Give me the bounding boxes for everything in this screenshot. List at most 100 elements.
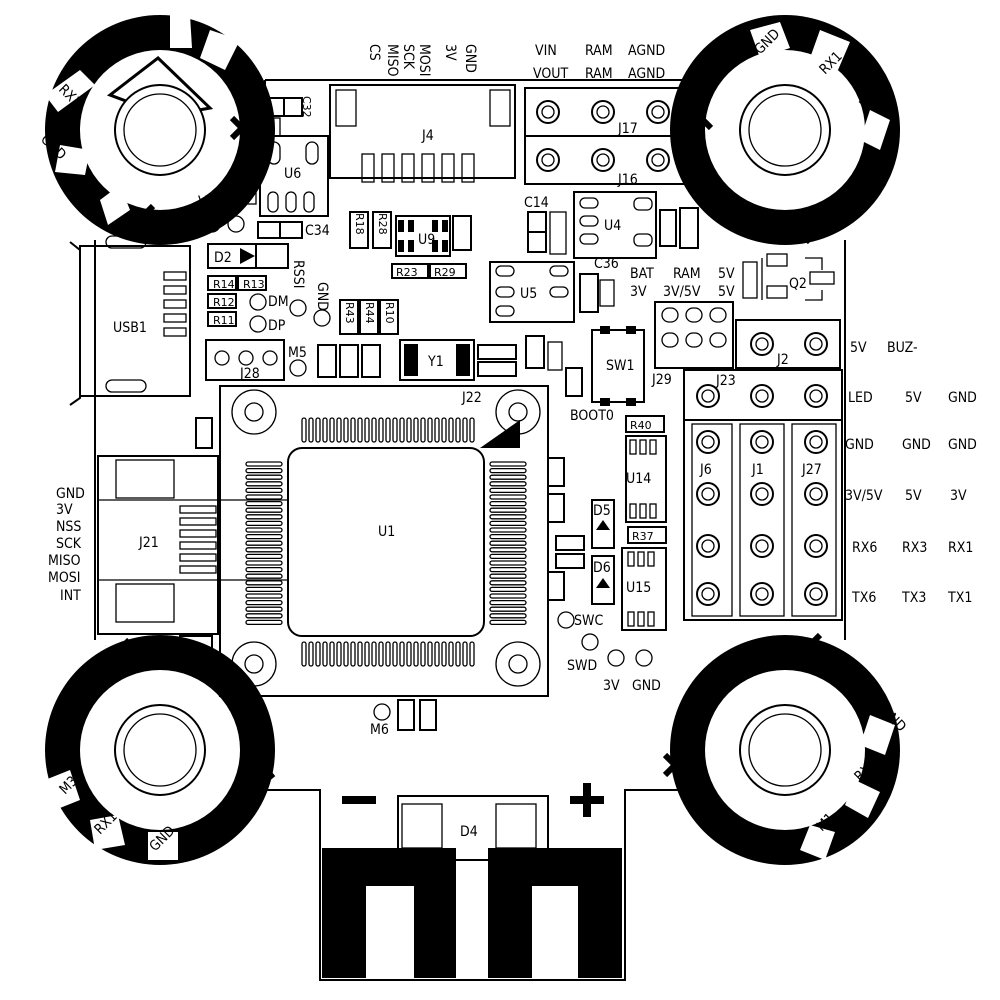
mcu-pin-right bbox=[489, 474, 527, 480]
pad-3v bbox=[607, 649, 625, 667]
mcu-pin-bottom bbox=[385, 641, 391, 667]
mcu-pin-top bbox=[357, 417, 363, 443]
mcu-pin-left bbox=[245, 527, 283, 533]
mcu-pin-bottom bbox=[308, 641, 314, 667]
mcu-pin-left bbox=[245, 593, 283, 599]
polarity-plus bbox=[570, 783, 604, 817]
capacitor-near-j21 bbox=[195, 417, 213, 449]
pad-label-dp: DP bbox=[268, 318, 286, 334]
u6-regulator: U6 bbox=[259, 135, 329, 217]
crystal-y1: Y1 bbox=[399, 339, 517, 381]
r23-label: R23 bbox=[396, 266, 418, 279]
mcu-u1: J22 U1 bbox=[219, 385, 549, 697]
pad-gnd1 bbox=[203, 215, 221, 233]
mcu-pin-bottom bbox=[315, 641, 321, 667]
usb1-label: USB1 bbox=[113, 320, 147, 336]
u14-chip: R40 U14 bbox=[625, 415, 667, 523]
right-row-labels: GND GND GND 3V/5V 5V 3V RX6 RX3 RX1 TX6 … bbox=[845, 437, 977, 606]
j21-pin-nss: NSS bbox=[56, 519, 81, 535]
resistor-stack-left: R14 R13 R12 R11 bbox=[207, 275, 267, 327]
mcu-pin-right bbox=[489, 553, 527, 560]
mcu-pin-top bbox=[448, 417, 454, 443]
mcu-pin-top bbox=[343, 417, 349, 443]
mcu-pin-right bbox=[489, 580, 527, 586]
j23-pin-led: LED bbox=[848, 390, 873, 406]
mcu-pin-right bbox=[489, 573, 527, 579]
motor-pad-bottom-right: GND RX1 M1 bbox=[670, 635, 909, 865]
connector-j23: J23 bbox=[683, 369, 843, 421]
mcu-pin-bottom bbox=[336, 641, 342, 667]
resistor-near-y1 bbox=[547, 341, 563, 371]
y1-label: Y1 bbox=[427, 354, 444, 370]
connector-j21: J21 bbox=[97, 455, 288, 635]
mcu-pin-left bbox=[245, 560, 283, 566]
mcu-pin-top bbox=[434, 417, 440, 443]
j2-label: J2 bbox=[776, 352, 789, 368]
j16-agnd: AGND bbox=[628, 66, 665, 82]
r29-label: R29 bbox=[434, 266, 456, 279]
mcu-pin-top bbox=[399, 417, 405, 443]
row-pwr-1: 3V/5V bbox=[845, 488, 883, 504]
boot0-label: BOOT0 bbox=[570, 408, 614, 424]
connector-j28: J28 bbox=[205, 339, 285, 382]
mcu-pin-right bbox=[489, 613, 527, 619]
u4-regulator: C14 U4 bbox=[524, 191, 699, 259]
mcu-pin-right bbox=[489, 540, 527, 546]
j21-label: J21 bbox=[138, 535, 159, 551]
mcu-pin-bottom bbox=[357, 641, 363, 667]
mcu-pin-right bbox=[489, 494, 527, 500]
u1-label: U1 bbox=[378, 524, 395, 540]
motor-pad-top-right: GND RX1 M2 bbox=[670, 15, 900, 245]
mcu-pin-bottom bbox=[301, 641, 307, 667]
mcu-pin-left bbox=[245, 573, 283, 579]
row-rx6: RX6 bbox=[852, 540, 877, 556]
pad-label-rssi: RSSI bbox=[290, 260, 306, 288]
r43-label: R43 bbox=[343, 302, 356, 324]
row-gnd-3: GND bbox=[948, 437, 977, 453]
mcu-pin-left bbox=[245, 494, 283, 500]
j16-label: J16 bbox=[617, 172, 638, 188]
row-tx3: TX3 bbox=[901, 590, 926, 606]
pad-label-gnd2: GND bbox=[314, 282, 330, 311]
mcu-pin-left bbox=[245, 613, 283, 619]
c34-label: C34 bbox=[305, 223, 330, 239]
mcu-pin-right bbox=[489, 619, 527, 626]
j23-pin-gnd: GND bbox=[948, 390, 977, 406]
mcu-pin-left bbox=[245, 500, 283, 507]
pad-rssi bbox=[289, 299, 307, 317]
mcu-pin-top bbox=[392, 417, 398, 443]
mcu-pin-right bbox=[489, 566, 527, 573]
diode-d4: D4 bbox=[397, 795, 549, 861]
j22-label: J22 bbox=[461, 390, 482, 406]
j16-vout: VOUT bbox=[533, 66, 569, 82]
c36-label: C36 bbox=[594, 256, 619, 272]
capacitor-c33 bbox=[239, 175, 257, 205]
pad-label-m5: M5 bbox=[288, 345, 307, 361]
mcu-pin-bottom bbox=[427, 641, 433, 667]
mcu-pin-left bbox=[245, 514, 283, 520]
mcu-pin-bottom bbox=[343, 641, 349, 667]
mcu-pin-right bbox=[489, 520, 527, 527]
diode-d2: D2 bbox=[207, 243, 289, 269]
label-3v: 3V bbox=[630, 284, 647, 300]
mcu-pin-left bbox=[245, 566, 283, 573]
capacitor-near-y1 bbox=[525, 335, 545, 369]
mcu-pin-top bbox=[308, 417, 314, 443]
mcu-pin-left bbox=[245, 547, 283, 553]
u6-label: U6 bbox=[284, 166, 301, 182]
mcu-pin-left bbox=[245, 487, 283, 494]
r37-label: R37 bbox=[632, 530, 654, 543]
mcu-pin-top bbox=[322, 417, 328, 443]
j21-pin-labels: GND 3V NSS SCK MISO MOSI INT bbox=[48, 486, 85, 604]
row-tx1: TX1 bbox=[947, 590, 972, 606]
mcu-pin-bottom bbox=[434, 641, 440, 667]
transistor-q2: Q2 bbox=[761, 253, 835, 301]
r18-label: R18 bbox=[353, 213, 366, 235]
mcu-pin-top bbox=[329, 417, 335, 443]
pad-swc bbox=[557, 611, 575, 629]
mcu-pin-left bbox=[245, 481, 283, 487]
j4-pin-cs: CS bbox=[366, 44, 382, 61]
mcu-pin-top bbox=[462, 417, 468, 443]
mcu-pin-bottom bbox=[441, 641, 447, 667]
j21-pin-int: INT bbox=[60, 588, 81, 604]
